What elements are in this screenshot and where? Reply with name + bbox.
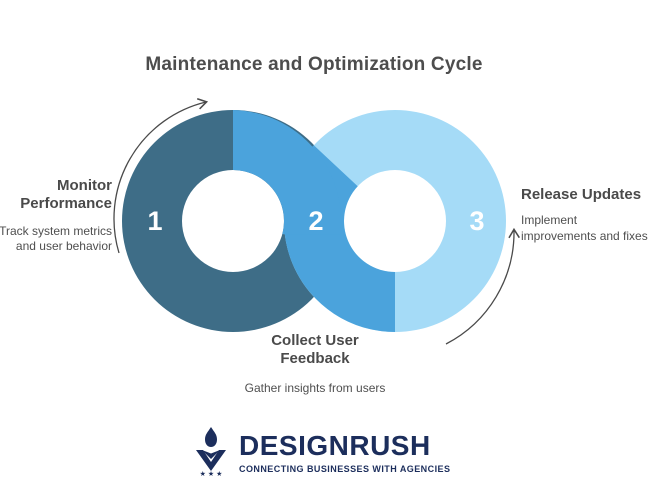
step-3-label: Release Updates Implement improvements a…	[521, 186, 650, 244]
brand-tagline: CONNECTING BUSINESSES WITH AGENCIES	[239, 464, 451, 474]
step-title: Monitor Performance	[20, 177, 112, 213]
step-2-number: 2	[308, 206, 323, 236]
step-title: Release Updates	[521, 186, 642, 203]
left-ring-blue-segment	[233, 110, 341, 235]
step-3-number: 3	[469, 206, 484, 236]
designrush-logo: ★ ★ ★ DESIGNRUSH CONNECTING BUSINESSES W…	[191, 427, 450, 477]
step-description: Gather insights from users	[244, 380, 386, 395]
step-2-label: Collect User Feedback Gather insights fr…	[205, 332, 425, 396]
step-description: Implement improvements and fixes	[521, 213, 648, 243]
step-1-number: 1	[147, 206, 162, 236]
brand-name: DESIGNRUSH	[239, 430, 431, 461]
curved-arrow-bottom-right-icon	[445, 230, 514, 345]
designrush-emblem-icon: ★ ★ ★	[196, 427, 226, 477]
step-description: Track system metrics and user behavior	[0, 223, 112, 253]
page-title: Maintenance and Optimization Cycle	[145, 54, 483, 75]
emblem-stars: ★ ★ ★	[200, 470, 223, 477]
curved-arrow-top-left-icon	[113, 102, 206, 254]
step-title: Collect User Feedback	[271, 332, 359, 368]
step-1-label: Monitor Performance Track system metrics…	[0, 177, 112, 254]
